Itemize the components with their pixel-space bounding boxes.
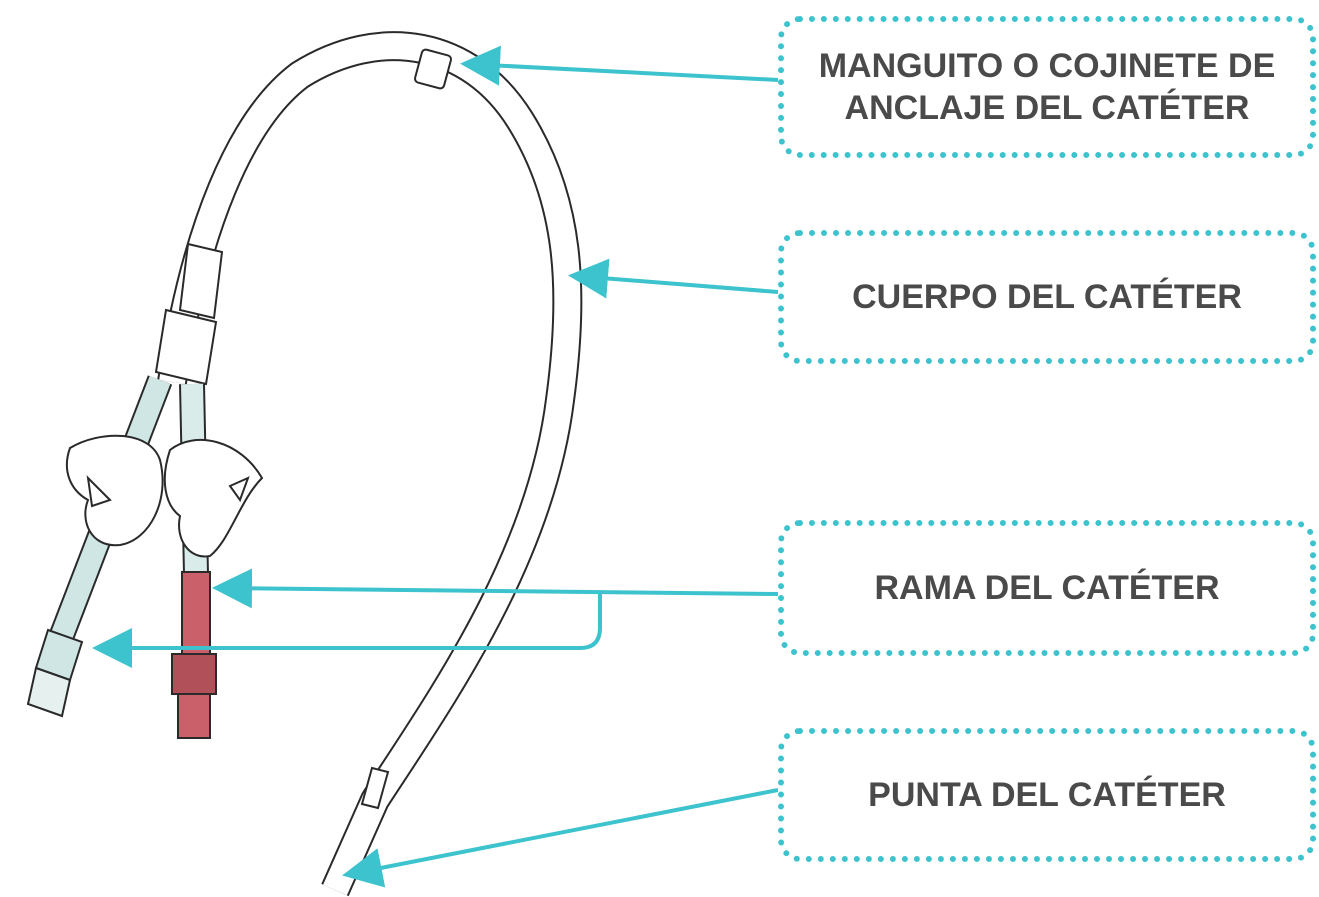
clamp-left — [65, 434, 164, 547]
catheter-tip — [360, 766, 390, 810]
catheter-body — [157, 31, 583, 897]
catheter-cuff — [414, 48, 452, 90]
pointer-arrows — [92, 45, 779, 888]
label-branch-text: RAMA DEL CATÉTER — [874, 569, 1220, 607]
red-extension-line — [171, 383, 217, 739]
arrow-to-blue-branch — [92, 594, 602, 668]
label-body: CUERPO DEL CATÉTER — [778, 230, 1316, 364]
blue-extension-line — [26, 375, 173, 718]
label-cuff-text: MANGUITO O COJINETE DE ANCLAJE DEL CATÉT… — [818, 47, 1276, 127]
arrow-to-cuff — [460, 45, 779, 86]
arrow-to-tip — [342, 788, 779, 888]
label-body-text: CUERPO DEL CATÉTER — [852, 278, 1242, 316]
clamp-right — [163, 438, 264, 558]
label-tip: PUNTA DEL CATÉTER — [778, 728, 1316, 862]
arrow-to-red-branch — [212, 568, 779, 609]
label-branch: RAMA DEL CATÉTER — [778, 520, 1316, 656]
arrow-to-body — [568, 258, 779, 299]
label-tip-text: PUNTA DEL CATÉTER — [868, 776, 1226, 814]
label-cuff: MANGUITO O COJINETE DE ANCLAJE DEL CATÉT… — [778, 16, 1316, 158]
catheter-hub — [154, 242, 224, 386]
